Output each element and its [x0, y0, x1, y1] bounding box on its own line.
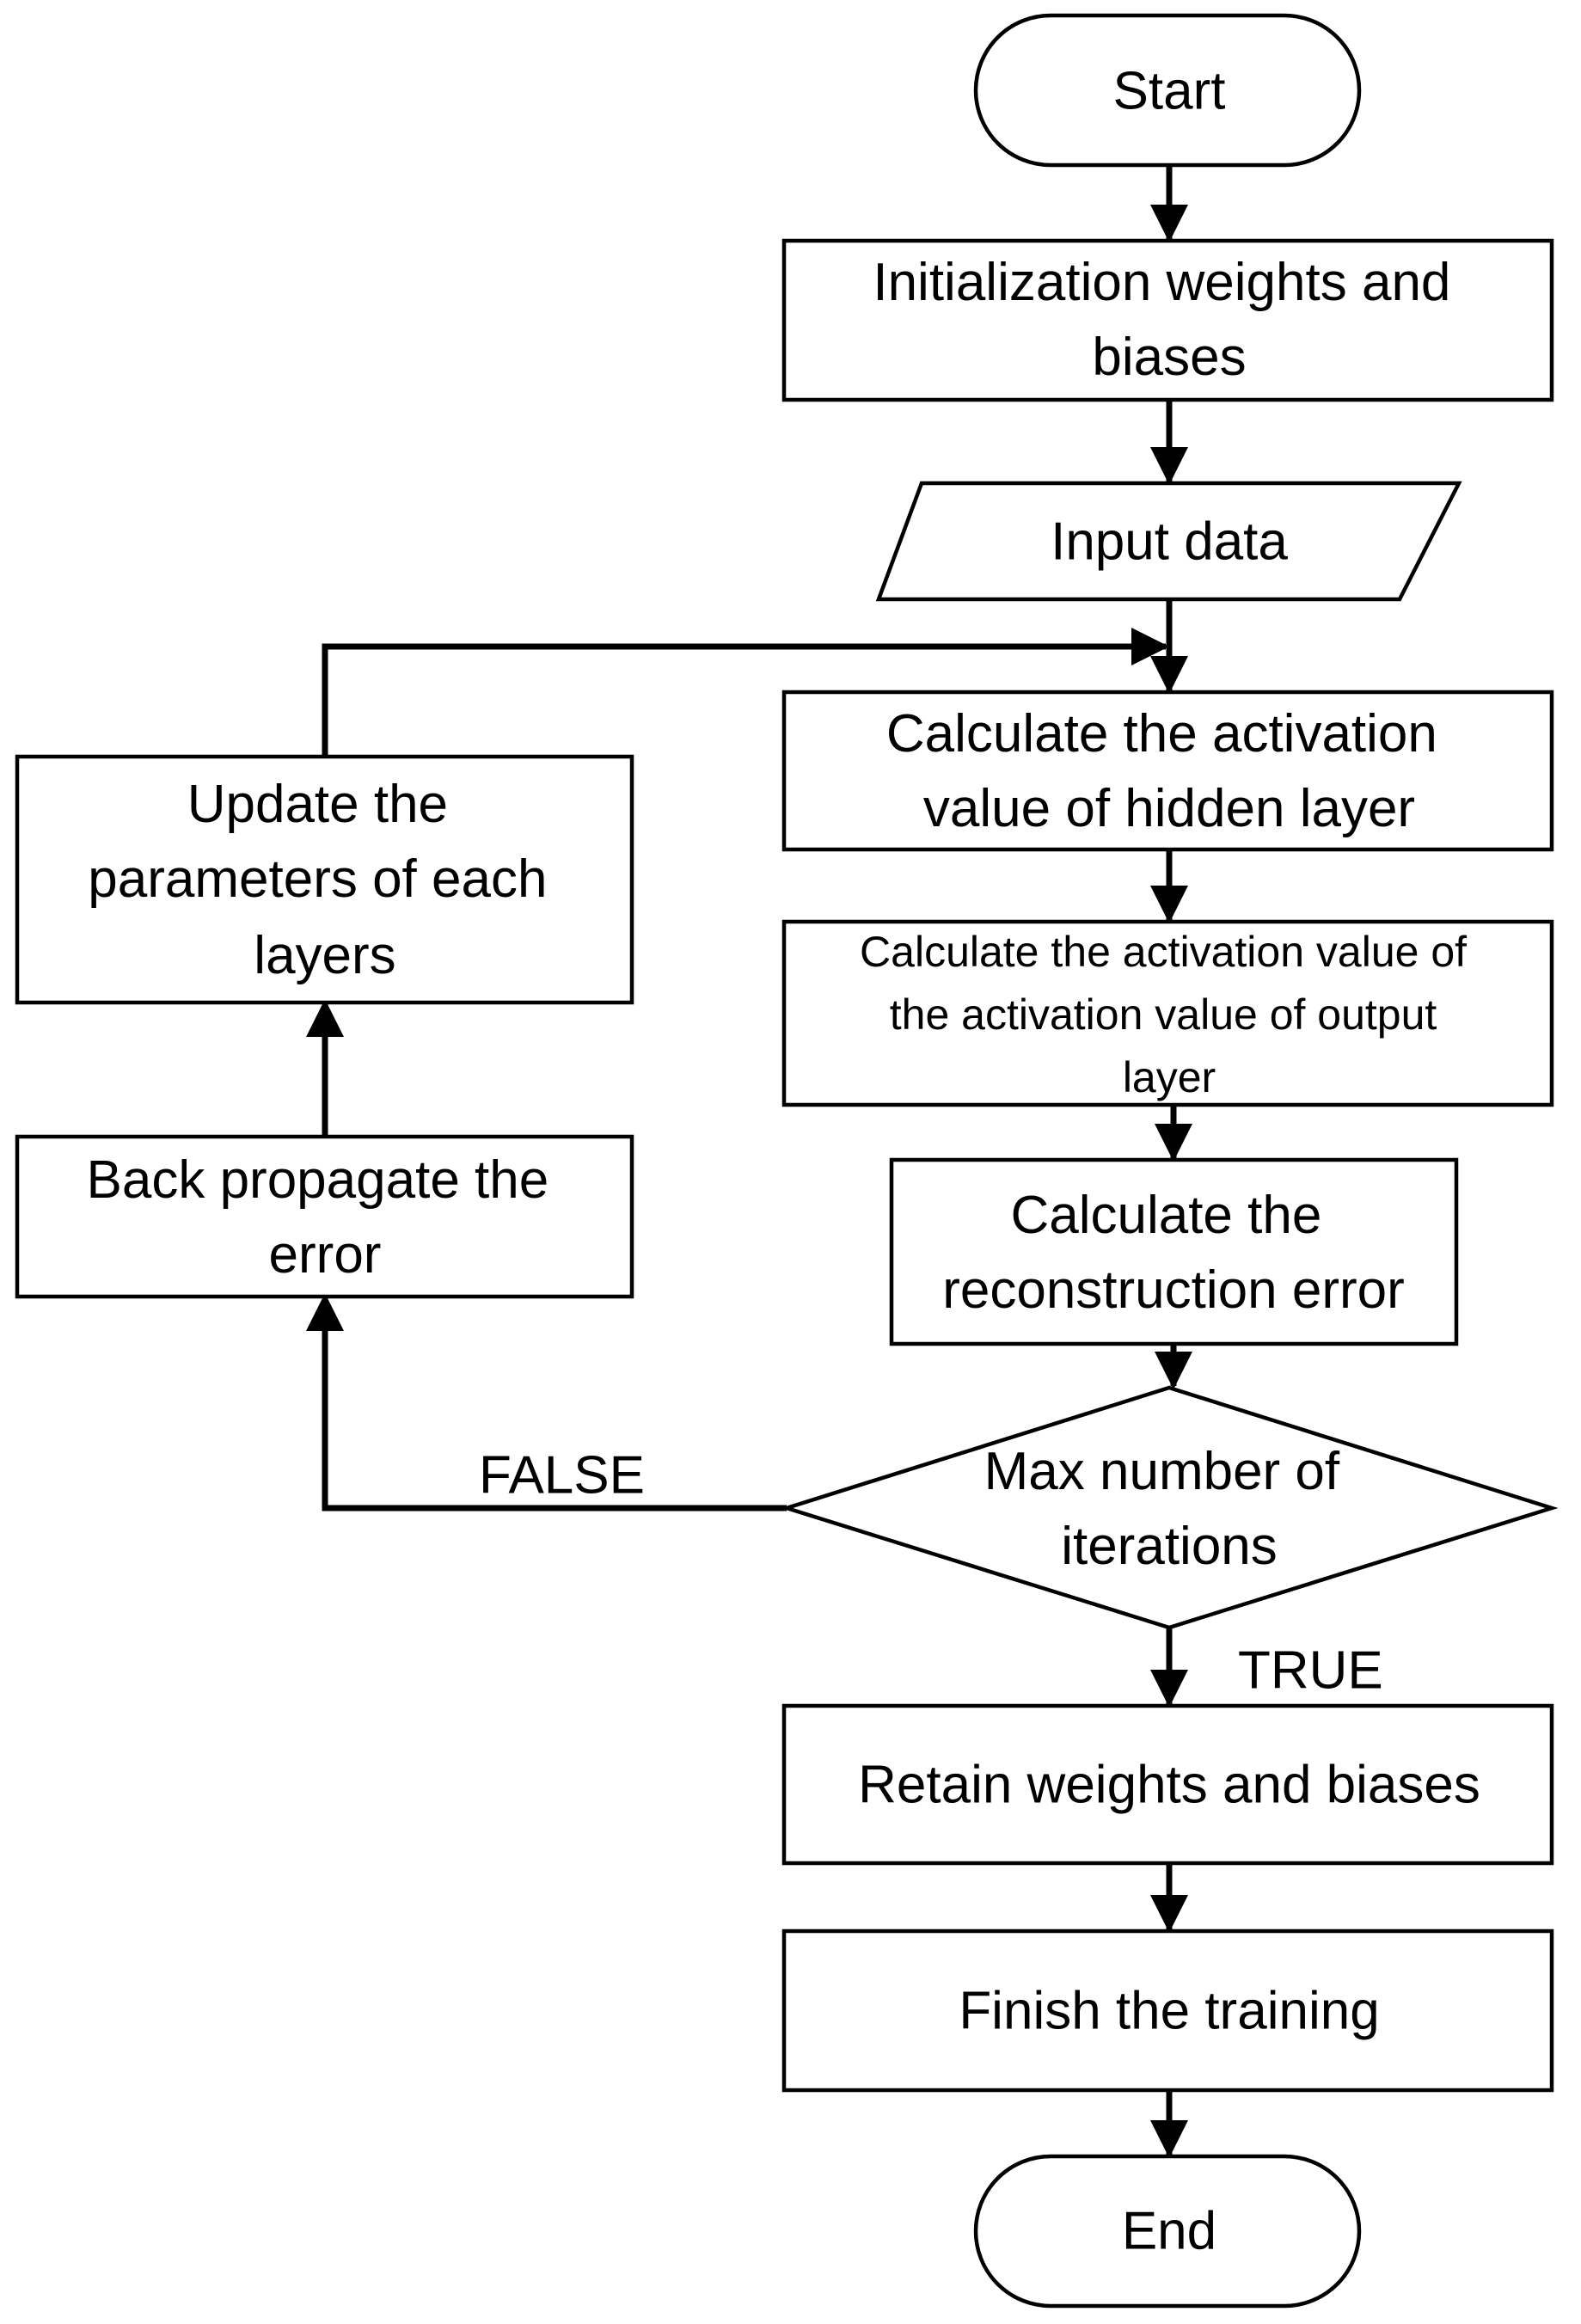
backprop-node: Back propagate the error: [15, 1134, 634, 1299]
finish-process-shape: [781, 1928, 1554, 2093]
arrow-decision-false-to-backprop: [306, 1293, 787, 1512]
input-node-label: Input data: [1051, 512, 1288, 572]
true-branch-label: TRUE: [1238, 1641, 1383, 1701]
start-node-label: Start: [1113, 62, 1226, 121]
start-terminator-shape: [973, 13, 1362, 168]
retain-node: Retain weights and biases: [781, 1703, 1554, 1866]
update-node-label: Update the parameters of each layers: [88, 775, 561, 985]
backprop-node-label: Back propagate the error: [87, 1150, 564, 1285]
decision-node-label: Max number of iterations: [984, 1442, 1355, 1576]
update-node: Update the parameters of each layers: [15, 754, 634, 1005]
finish-node-label: Finish the training: [959, 1982, 1379, 2041]
update-process-shape: [15, 754, 634, 1005]
calc-output-node: Calculate the activation value of the ac…: [781, 919, 1554, 1107]
decision-node: Max number of iterations: [780, 1385, 1559, 1630]
init-process-shape: [781, 238, 1554, 402]
false-branch-label: FALSE: [479, 1446, 645, 1505]
calc-output-process-shape: [781, 919, 1554, 1107]
finish-node: Finish the training: [781, 1928, 1554, 2093]
calc-output-node-label: Calculate the activation value of the ac…: [860, 928, 1479, 1101]
init-node-label: Initialization weights and biases: [873, 253, 1465, 387]
end-node: End: [973, 2154, 1362, 2309]
retain-node-label: Retain weights and biases: [858, 1756, 1480, 1815]
input-node: Input data: [875, 481, 1462, 602]
calc-hidden-node: Calculate the activation value of hidden…: [781, 690, 1554, 852]
calc-error-process-shape: [889, 1157, 1459, 1346]
backprop-process-shape: [15, 1134, 634, 1299]
input-data-shape: [875, 481, 1462, 602]
end-terminator-shape: [973, 2154, 1362, 2309]
connectors: [306, 165, 1192, 2158]
decision-diamond-shape: [780, 1385, 1559, 1630]
calc-hidden-node-label: Calculate the activation value of hidden…: [886, 704, 1452, 838]
start-node: Start: [973, 13, 1362, 168]
end-node-label: End: [1122, 2202, 1216, 2261]
calc-error-node-label: Calculate the reconstruction error: [942, 1186, 1405, 1320]
arrow-update-loop-back: [322, 628, 1169, 755]
retain-process-shape: [781, 1703, 1554, 1866]
calc-error-node: Calculate the reconstruction error: [889, 1157, 1459, 1346]
init-node: Initialization weights and biases: [781, 238, 1554, 402]
calc-hidden-process-shape: [781, 690, 1554, 852]
